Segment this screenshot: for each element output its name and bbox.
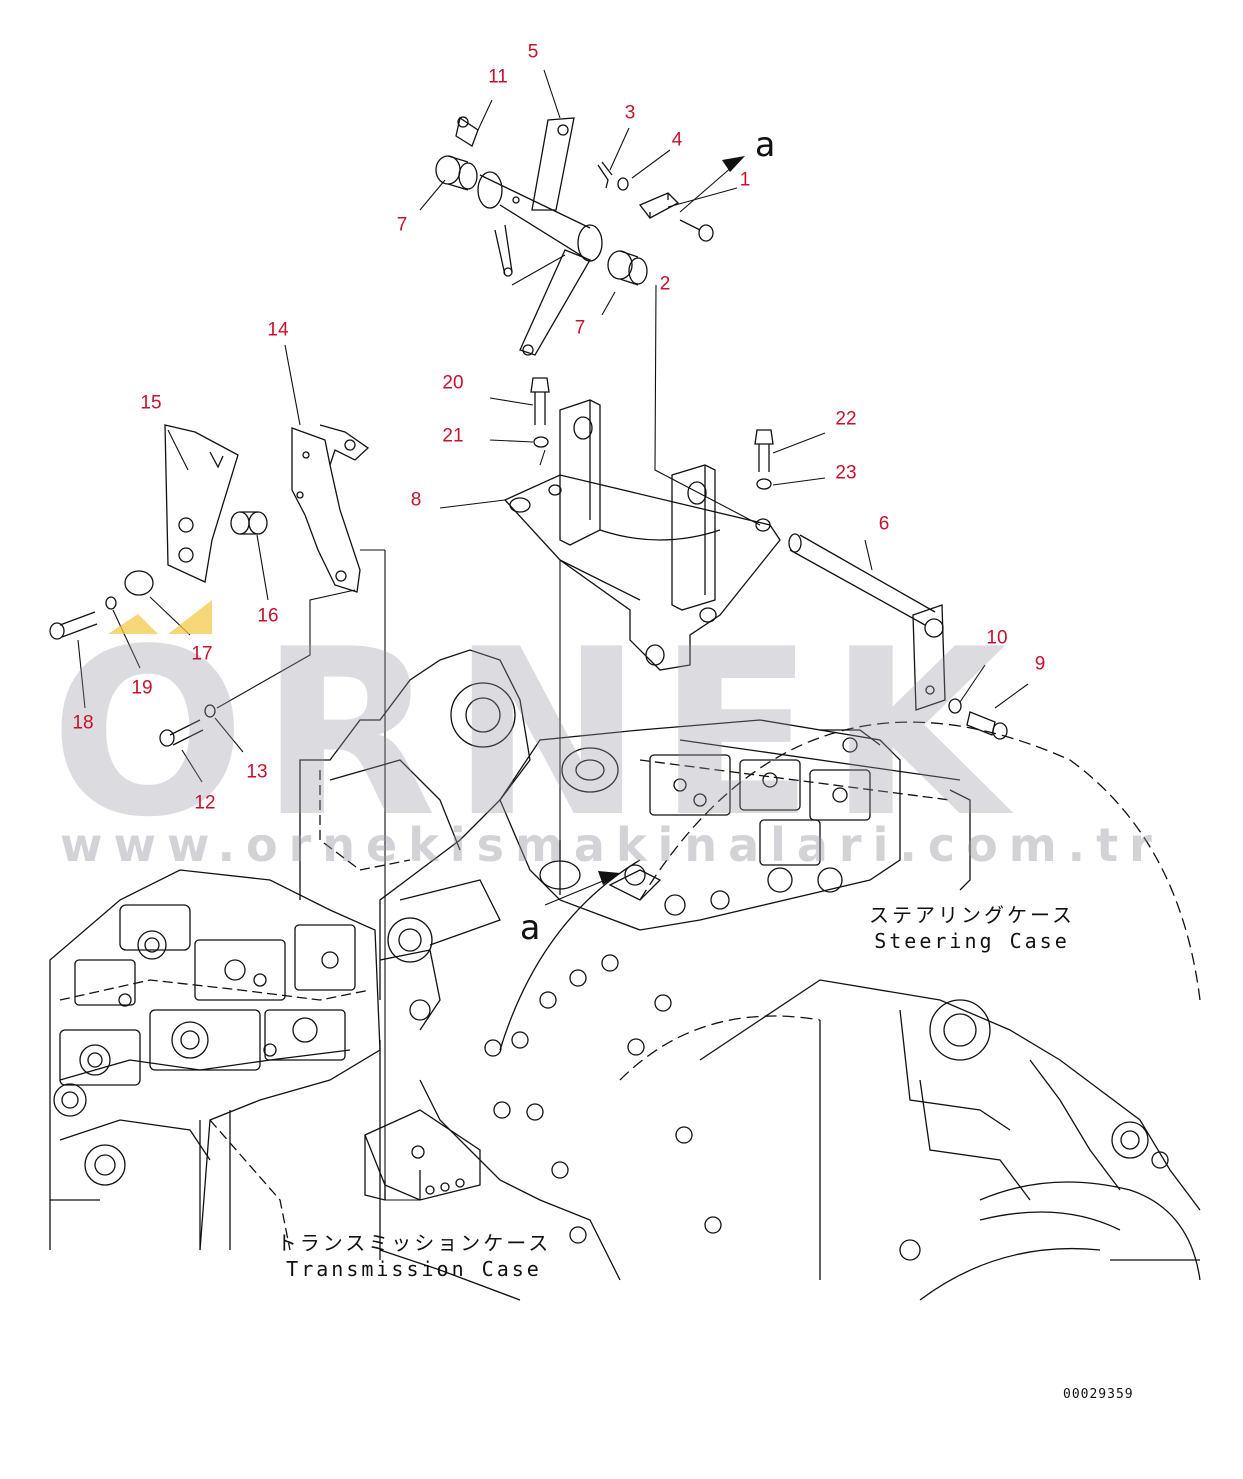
steering-case-drawing <box>619 721 1201 1301</box>
arrow-heads <box>598 156 745 885</box>
callout-16: 16 <box>257 605 279 627</box>
bracket-assembly <box>503 377 1008 740</box>
callout-10: 10 <box>986 627 1008 649</box>
callout-23: 23 <box>835 462 857 484</box>
callout-12: 12 <box>194 792 216 814</box>
watermark-brand: ORNEK <box>50 601 1021 868</box>
steering-case-label-jp: ステアリングケース <box>869 903 1075 927</box>
callout-18: 18 <box>72 712 94 734</box>
plate-parts <box>49 424 370 747</box>
callout-21: 21 <box>442 425 464 447</box>
valve-block-drawing <box>499 719 901 931</box>
callout-5: 5 <box>527 41 539 63</box>
callout-19: 19 <box>131 677 153 699</box>
callout-1: 1 <box>739 169 751 191</box>
callout-8: 8 <box>410 489 422 511</box>
callout-7-upper: 7 <box>396 214 408 236</box>
callout-3: 3 <box>624 102 636 124</box>
callout-20: 20 <box>442 372 464 394</box>
drawing-number: 00029359 <box>1063 1387 1134 1402</box>
transmission-case-label: トランスミッションケース Transmission Case <box>277 1230 552 1282</box>
transmission-case-label-en: Transmission Case <box>286 1257 542 1281</box>
callout-11: 11 <box>488 66 508 88</box>
view-marker-a-lower: a <box>519 908 541 948</box>
arrow-head-upper <box>722 156 745 172</box>
steering-case-label: ステアリングケース Steering Case <box>869 902 1075 954</box>
shaft-assembly <box>435 116 714 356</box>
callout-4: 4 <box>671 129 683 151</box>
arrow-head-lower <box>598 871 620 885</box>
housing-drawing <box>299 649 722 1301</box>
callout-15: 15 <box>140 392 162 414</box>
view-marker-a-upper: a <box>754 125 776 165</box>
callout-14: 14 <box>267 319 289 341</box>
callout-9: 9 <box>1034 653 1046 675</box>
watermark-logo-mark <box>108 600 212 634</box>
callout-17: 17 <box>191 643 213 665</box>
steering-case-label-en: Steering Case <box>874 929 1070 953</box>
callout-2: 2 <box>659 273 671 295</box>
callout-7-lower: 7 <box>574 317 586 339</box>
callout-6: 6 <box>878 513 890 535</box>
callout-13: 13 <box>246 761 268 783</box>
transmission-case-drawing <box>49 869 381 1251</box>
callout-22: 22 <box>835 408 857 430</box>
transmission-case-label-jp: トランスミッションケース <box>276 1231 552 1255</box>
watermark-url: www.ornekismakinalari.com.tr <box>60 818 1163 872</box>
